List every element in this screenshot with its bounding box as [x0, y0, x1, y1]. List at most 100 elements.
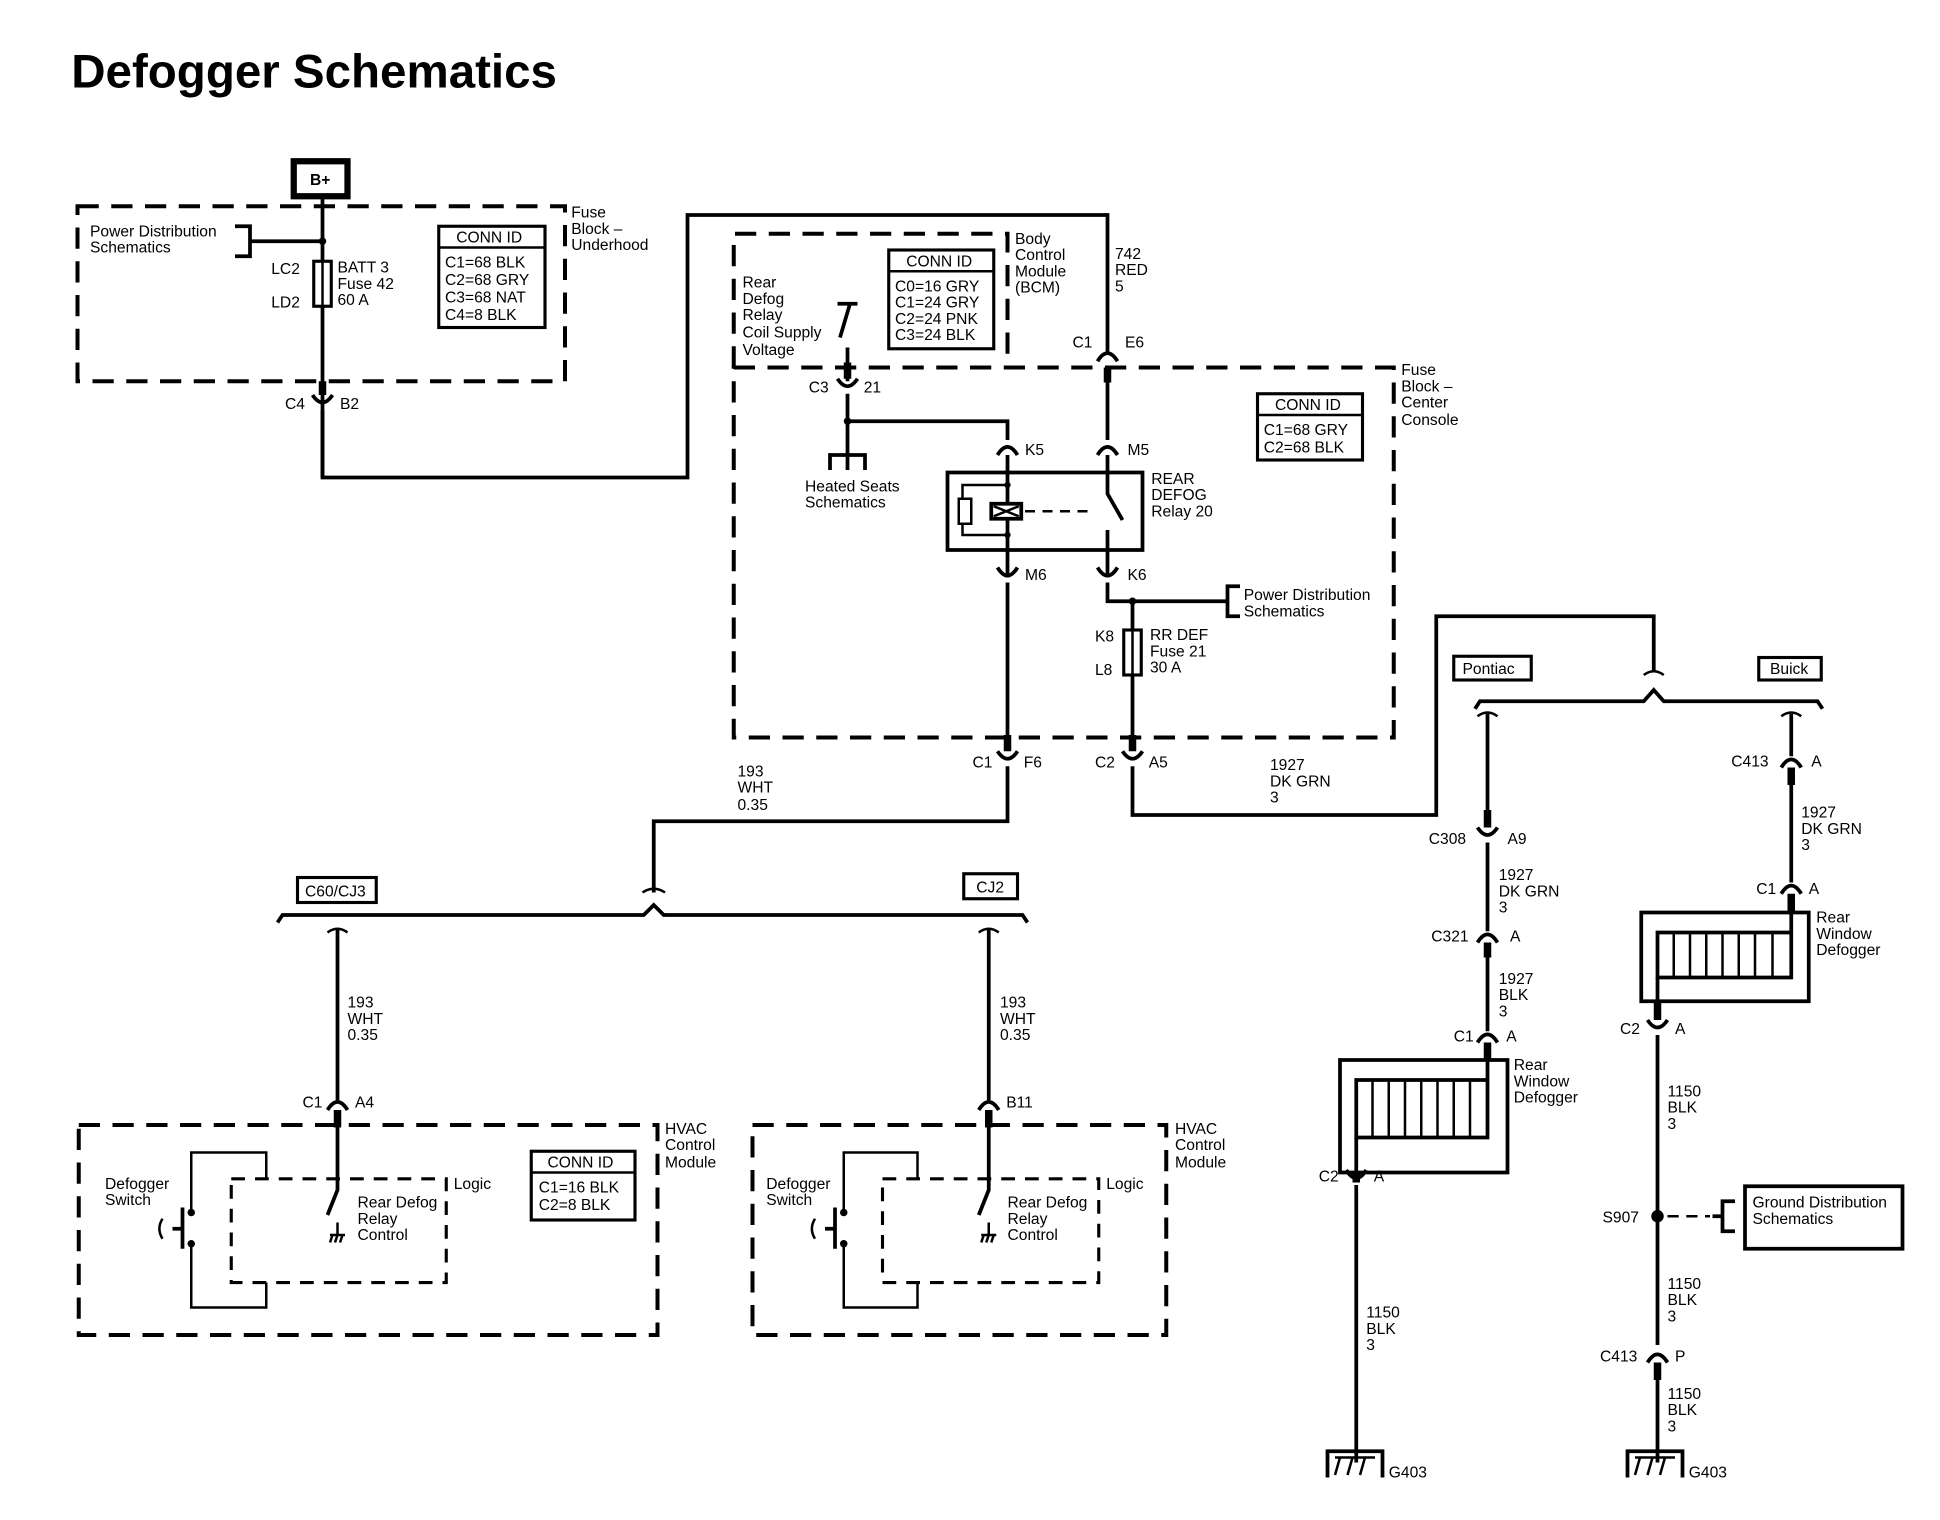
svg-text:WHT: WHT [348, 1011, 384, 1028]
fuse-block-underhood-label-3: Underhood [571, 237, 648, 254]
svg-text:C4=8 BLK: C4=8 BLK [445, 307, 517, 324]
connector-c4-b2 [310, 393, 335, 405]
bcm-label-2: Control [1015, 247, 1065, 264]
option-tag-c60-cj3 [295, 875, 378, 905]
svg-text:BLK: BLK [1668, 1292, 1698, 1309]
wire-742-number: 742 [1115, 246, 1141, 263]
fuse-terminal-lc2: LC2 [271, 261, 300, 278]
svg-text:WHT: WHT [738, 780, 774, 797]
svg-text:3: 3 [1668, 1116, 1677, 1133]
fuse-42-label-2: Fuse 42 [338, 276, 394, 293]
svg-text:1150: 1150 [1366, 1305, 1400, 1322]
svg-text:C1=16 BLK: C1=16 BLK [539, 1180, 620, 1197]
svg-text:Relay: Relay [358, 1211, 398, 1228]
wire-1927-dk-grn [1130, 614, 1656, 817]
defogger-switch-icon-right[interactable] [825, 1207, 837, 1249]
svg-text:Module: Module [1175, 1155, 1226, 1172]
svg-text:Module: Module [665, 1155, 716, 1172]
svg-text:Control: Control [1008, 1227, 1058, 1244]
svg-text:S907: S907 [1603, 1210, 1639, 1227]
svg-text:A: A [1675, 1021, 1686, 1038]
svg-text:C1: C1 [1756, 881, 1776, 898]
connector-m6 [995, 566, 1020, 578]
svg-text:1927: 1927 [1270, 757, 1305, 774]
connector-m5 [1095, 445, 1120, 457]
svg-text:C1=68 GRY: C1=68 GRY [1264, 422, 1349, 439]
bcm-label-3: Module [1015, 263, 1066, 280]
power-dist-ref-center-1[interactable]: Power Distribution [1244, 587, 1371, 604]
fuse-block-center-console: Fuse Block – Center Console CONN ID C1=6… [731, 347, 1459, 772]
svg-text:Control: Control [1175, 1137, 1225, 1154]
connector-c4-label: C4 [285, 396, 305, 413]
power-dist-ref-1[interactable]: Power Distribution [90, 223, 217, 240]
svg-text:DEFOG: DEFOG [1151, 487, 1207, 504]
svg-text:Window: Window [1514, 1073, 1570, 1090]
center-console-boundary [731, 365, 1396, 740]
connector-c308-a9 [1475, 826, 1500, 837]
ground-dist-ref-box[interactable] [1743, 1184, 1905, 1251]
fuse-42-label-1: BATT 3 [338, 260, 389, 277]
svg-text:C1=24 GRY: C1=24 GRY [895, 295, 980, 312]
svg-text:Console: Console [1401, 412, 1458, 429]
wire-193-wht [651, 766, 1010, 893]
svg-text:Block –: Block – [1401, 378, 1453, 395]
coil-supply-label-1: Rear [743, 275, 777, 292]
svg-text:Fuse: Fuse [1401, 362, 1436, 379]
svg-text:C413: C413 [1600, 1348, 1637, 1365]
svg-text:E6: E6 [1125, 335, 1144, 352]
svg-text:30 A: 30 A [1150, 660, 1182, 677]
power-dist-ref-2[interactable]: Schematics [90, 240, 171, 257]
wire-742-color: RED [1115, 262, 1148, 279]
svg-text:Ground Distribution: Ground Distribution [1753, 1195, 1887, 1212]
svg-text:REAR: REAR [1151, 471, 1194, 488]
rear-window-defogger-buick [1639, 910, 1811, 1015]
conn-id-table-bcm: CONN ID C0=16 GRY C1=24 GRY C2=24 PNK C3… [887, 248, 996, 351]
connector-c413-a [1779, 757, 1803, 769]
svg-text:G403: G403 [1689, 1465, 1727, 1482]
svg-text:Center: Center [1401, 395, 1448, 412]
heated-seats-ref-2[interactable]: Schematics [805, 495, 886, 512]
svg-text:3: 3 [1801, 837, 1810, 854]
svg-text:1927: 1927 [1499, 971, 1534, 988]
coil-supply-label-5: Voltage [743, 342, 795, 359]
defogger-switch-icon[interactable] [172, 1207, 185, 1249]
svg-text:L8: L8 [1095, 662, 1112, 679]
svg-text:C2: C2 [1319, 1168, 1339, 1185]
svg-text:A4: A4 [355, 1095, 374, 1112]
svg-text:C1: C1 [1454, 1028, 1474, 1045]
power-dist-ref-center-2[interactable]: Schematics [1244, 603, 1325, 620]
svg-text:CJ2: CJ2 [976, 880, 1004, 897]
svg-text:C60/CJ3: C60/CJ3 [305, 883, 366, 900]
connector-c1-a-pontiac [1475, 1032, 1500, 1044]
wire-coil-supply [845, 393, 1010, 470]
svg-text:M5: M5 [1128, 442, 1150, 459]
svg-text:P: P [1675, 1348, 1685, 1365]
svg-text:BLK: BLK [1499, 987, 1529, 1004]
relay-control-switch-right [977, 1125, 991, 1216]
svg-text:193: 193 [1000, 995, 1026, 1012]
wire-feed-to-center-console [320, 213, 1110, 480]
svg-text:Switch: Switch [105, 1192, 151, 1209]
svg-text:G403: G403 [1389, 1465, 1427, 1482]
connector-c2-a-pontiac [1344, 1168, 1368, 1180]
svg-text:1150: 1150 [1668, 1083, 1702, 1100]
heated-seats-ref-1[interactable]: Heated Seats [805, 478, 900, 495]
logic-boundary-right [880, 1177, 1101, 1285]
connector-c3-21 [835, 377, 860, 389]
body-control-module: Body Control Module (BCM) CONN ID C0=16 … [731, 231, 1148, 368]
svg-text:A5: A5 [1149, 755, 1168, 772]
svg-text:A: A [1811, 753, 1822, 770]
coil-supply-label-4: Coil Supply [743, 325, 822, 342]
svg-text:A: A [1809, 881, 1820, 898]
defogger-grid-icon [1371, 1080, 1472, 1138]
power-dist-bracket-2 [1225, 584, 1240, 619]
option-tag-buick [1757, 655, 1823, 682]
svg-text:3: 3 [1668, 1308, 1677, 1325]
svg-text:CONN ID: CONN ID [1275, 397, 1341, 414]
svg-text:C1=68 BLK: C1=68 BLK [445, 255, 526, 272]
svg-text:DK GRN: DK GRN [1270, 773, 1331, 790]
svg-text:Rear: Rear [1816, 910, 1850, 927]
option-tag-cj2 [962, 872, 1020, 901]
svg-text:C308: C308 [1429, 831, 1466, 848]
svg-text:C2=8 BLK: C2=8 BLK [539, 1197, 611, 1214]
